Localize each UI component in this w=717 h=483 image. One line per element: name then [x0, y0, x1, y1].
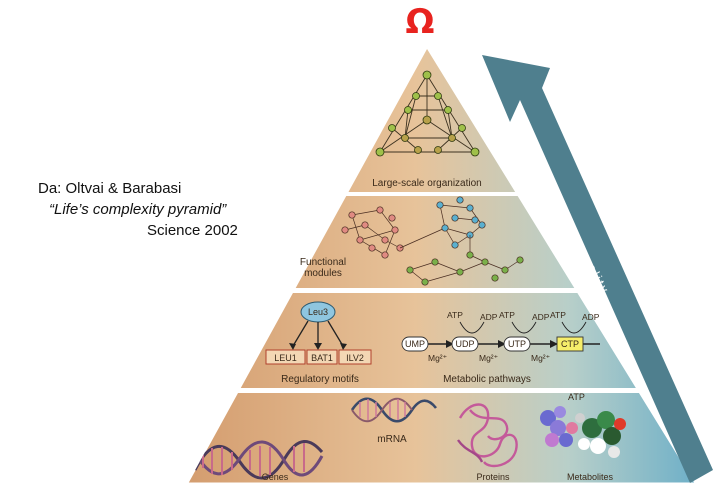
protein-illustration: [457, 403, 518, 468]
adp-label-2: ADP: [532, 312, 550, 322]
ump-label: UMP: [405, 339, 425, 349]
atp-label-3: ATP: [550, 310, 566, 320]
metabolites-label: Metabolites: [567, 472, 614, 482]
pyramid: [187, 47, 696, 483]
atp-label-2: ATP: [499, 310, 515, 320]
regulatory-motif: Leu3 LEU1 BAT1 ILV2: [265, 301, 372, 365]
ctp-label: CTP: [561, 339, 579, 349]
level-divider: [188, 288, 695, 293]
metabolite-atp-label: ATP: [568, 392, 585, 402]
bat1-box: [306, 349, 338, 365]
mrna-label: mRNA: [377, 434, 407, 445]
mrna-illustration: [350, 397, 438, 423]
atp-label-1: ATP: [447, 310, 463, 320]
ctp-node: [556, 336, 584, 352]
ump-node: [401, 336, 429, 352]
large-scale-organization-label: Large-scale organization: [372, 178, 482, 189]
module-blue: [399, 196, 486, 249]
module-green: [406, 235, 524, 286]
mg-label-2: Mg²⁺: [479, 353, 498, 363]
udp-label: UDP: [455, 339, 474, 349]
ilv2-box: [338, 349, 372, 365]
regulatory-motifs-label: Regulatory motifs: [281, 374, 359, 385]
leu1-box: [265, 349, 306, 365]
functional-modules-label-line2: modules: [304, 268, 342, 279]
udp-node: [451, 336, 479, 352]
citation-title: “Life’s complexity pyramid”: [49, 201, 227, 218]
utp-node: [503, 336, 531, 352]
adp-label-3: ADP: [582, 312, 600, 322]
bat1-label: BAT1: [311, 353, 333, 363]
ilv2-label: ILV2: [346, 353, 364, 363]
mg-label-3: Mg²⁺: [531, 353, 550, 363]
dna-helix-illustration: [193, 440, 324, 480]
network-nodes: [375, 70, 480, 157]
level-divider: [188, 388, 695, 393]
genes-label: Genes: [262, 472, 289, 482]
metabolic-pathways-label: Metabolic pathways: [443, 374, 531, 385]
functional-modules-label-line1: Functional: [300, 257, 346, 268]
level-divider: [188, 192, 695, 196]
mg-label-1: Mg²⁺: [428, 353, 447, 363]
leu3-label: Leu3: [308, 307, 328, 317]
utp-label: UTP: [508, 339, 526, 349]
citation-journal: Science 2002: [147, 222, 238, 239]
metabolic-pathway: UMP UDP UTP CTP ATP ADP ATP ADP ATP ADP …: [401, 310, 600, 363]
omega-symbol: Ω: [405, 2, 435, 42]
citation-authors: Da: Oltvai & Barabasi: [38, 180, 182, 197]
leu1-label: LEU1: [274, 353, 297, 363]
metabolite-illustration: [540, 406, 626, 458]
adp-label-1: ADP: [480, 312, 498, 322]
module-red: [341, 206, 404, 259]
functional-modules-network: [341, 196, 524, 286]
proteins-label: Proteins: [476, 472, 510, 482]
